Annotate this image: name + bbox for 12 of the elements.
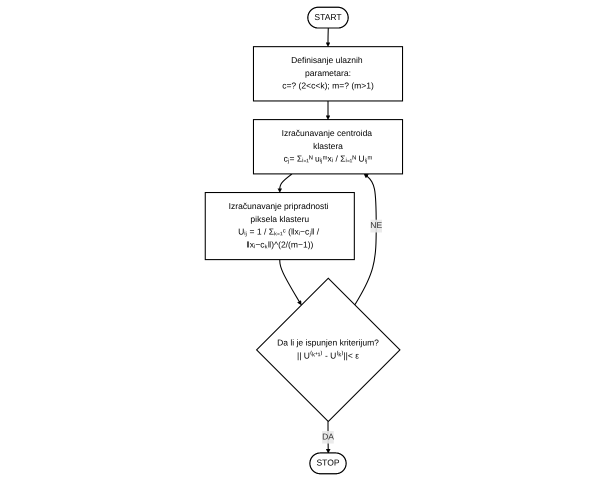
arrow <box>278 173 293 193</box>
edge-label: DA <box>322 432 334 442</box>
arrow <box>279 260 302 306</box>
node-diamond: Da li je ispunjen kriterijum? || U⁽ᵏ⁺¹⁾ - U⁽ᵏ⁾||< ε <box>256 277 401 422</box>
arrow <box>326 100 330 120</box>
node-box: Definisanje ulaznih parametara: c=? (2<c<k); m=? (m>1) <box>253 46 404 102</box>
arrow <box>326 422 331 454</box>
node-box: Izračunavanje pripradnosti piksela klasteru Uᵢⱼ = 1 / Σₖ₌₁ᶜ (‖xᵢ−cⱼ‖ / ‖xᵢ−cₖ‖)^(2/(m−1)) <box>204 192 355 260</box>
arrow <box>354 174 377 306</box>
node-box: Izračunavanje centroida klastera cⱼ= Σᵢ₌₁ᴺ uᵢⱼᵐxᵢ / Σᵢ₌₁ᴺ Uᵢⱼᵐ <box>253 119 404 174</box>
edge-label: NE <box>370 221 382 230</box>
arrow <box>326 28 330 47</box>
